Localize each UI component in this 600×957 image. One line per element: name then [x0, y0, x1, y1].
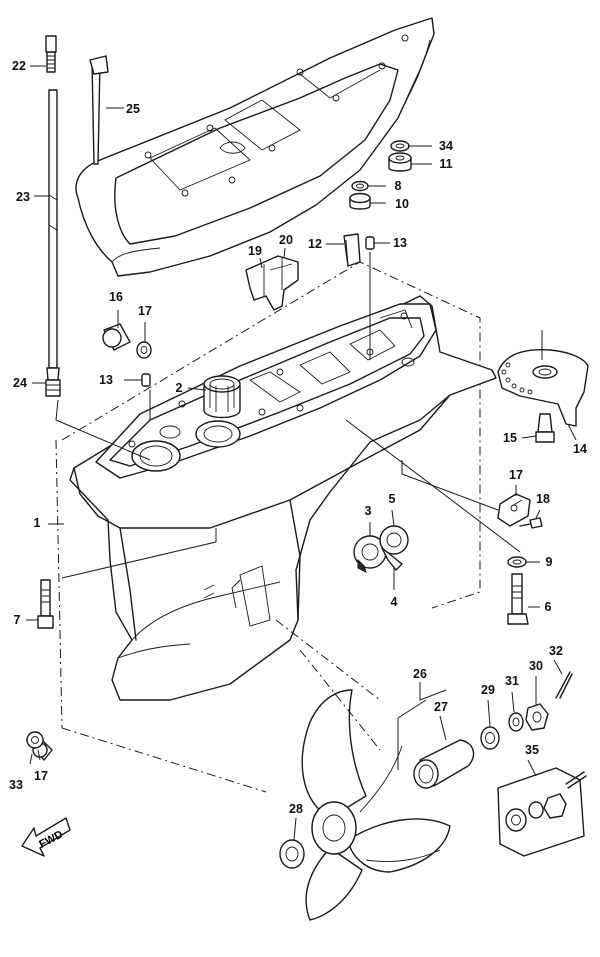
callout-30: 30	[529, 659, 543, 673]
callout-4: 4	[390, 595, 398, 609]
callout-12: 12	[308, 237, 322, 251]
thrust-washer-28	[279, 839, 305, 869]
callout-26: 26	[413, 667, 427, 681]
callout-20: 19	[248, 244, 262, 258]
shift-rod	[46, 89, 60, 381]
callout-31: 31	[505, 674, 519, 688]
callout-14: 14	[573, 442, 587, 456]
leader-lines	[26, 65, 577, 841]
washer-31	[508, 712, 524, 732]
gasket-17-bottom	[26, 731, 44, 749]
callout-24: 24	[13, 376, 27, 390]
callout-33: 33	[9, 778, 23, 792]
callout-25: 25	[126, 102, 140, 116]
callout-21: 20	[279, 233, 293, 247]
callout-27: 27	[434, 700, 448, 714]
callout-17-top: 17	[138, 304, 152, 318]
callout-29: 29	[481, 683, 495, 697]
trim-tab-anode	[497, 349, 589, 427]
gear-case-housing	[69, 295, 497, 701]
callout-6: 6	[544, 600, 552, 614]
washer-34	[390, 140, 410, 152]
bushing-27	[413, 739, 475, 789]
nut-10	[349, 192, 371, 210]
nut-kit-35	[497, 767, 587, 857]
callout-32: 32	[549, 644, 563, 658]
callout-10: 10	[395, 197, 409, 211]
callout-17-bottom: 17	[34, 769, 48, 783]
seal-5	[379, 525, 409, 571]
rod-joint	[45, 379, 61, 397]
screw-19	[519, 517, 543, 529]
pin-13-top	[365, 236, 375, 250]
callout-35: 35	[525, 743, 539, 757]
nut-11	[388, 152, 412, 172]
washer-8	[351, 180, 369, 192]
callout-19: 18	[536, 492, 550, 506]
bracket-18	[497, 493, 531, 527]
callout-3: 3	[364, 504, 372, 518]
callout-13-left: 13	[99, 373, 113, 387]
washer-9	[507, 556, 527, 568]
cotter-pin-32	[555, 671, 573, 699]
callout-18: 17	[509, 468, 523, 482]
spacer-29	[480, 726, 500, 750]
plug-16	[102, 323, 131, 351]
housing-assembly-outline	[55, 261, 481, 793]
callout-1: 1	[33, 516, 41, 530]
callout-34: 34	[439, 139, 453, 153]
callout-5: 5	[388, 492, 396, 506]
callout-11: 11	[439, 157, 453, 171]
callout-2: 2	[175, 381, 183, 395]
callout-8: 8	[394, 179, 402, 193]
rubber-seal-12	[343, 233, 361, 267]
bracket-20-21	[245, 255, 299, 311]
rod-end-pin	[45, 35, 57, 73]
propeller	[301, 689, 451, 921]
bolt-15	[535, 413, 555, 443]
callout-7: 7	[13, 613, 21, 627]
bolt-6	[507, 573, 529, 625]
callout-23: 23	[16, 190, 30, 204]
callout-13-top: 13	[393, 236, 407, 250]
forward-direction-arrow: FWD	[21, 817, 71, 857]
bolt-7	[37, 579, 54, 629]
callout-15: 15	[503, 431, 517, 445]
nut-30	[525, 703, 549, 731]
pin-13-left	[141, 373, 151, 387]
callout-16: 16	[109, 290, 123, 304]
callout-9: 9	[545, 555, 553, 569]
fwd-label: FWD	[37, 828, 65, 850]
cavitation-plate-cover	[75, 17, 435, 277]
cable-tie	[89, 55, 109, 165]
callout-28: 28	[289, 802, 303, 816]
callout-22: 22	[12, 59, 26, 73]
gasket-17-top	[136, 341, 152, 359]
